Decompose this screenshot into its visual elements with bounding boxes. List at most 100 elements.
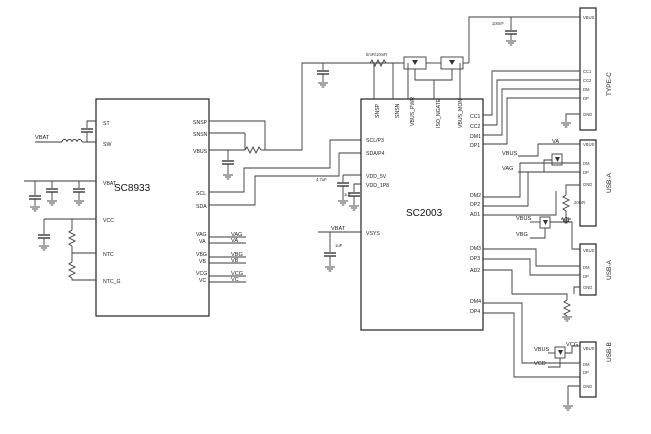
sc2003-pin-dm1: DM1 — [470, 134, 481, 140]
usba1-vbus-label: VBUS — [502, 151, 518, 157]
sc8933-pin-vbus: VBUS — [193, 149, 208, 155]
typec-label: TYPE-C — [606, 72, 613, 96]
usbb-mosfet-diode — [558, 350, 563, 355]
usba2-sense-resistor — [562, 299, 572, 317]
usba1-pin-dm: DM — [583, 161, 590, 166]
net-vag-label: VAG — [231, 232, 242, 238]
sc2003-pin-snsn: SNSN — [395, 103, 401, 118]
res-20mr-label: 20mR — [574, 200, 585, 205]
sc2003-supply-circuit: 4.7uF 1uF VBAT 1uF — [316, 174, 361, 272]
typec-body — [579, 7, 597, 131]
usba1-body — [579, 139, 597, 227]
sc8933-label: SC8933 — [114, 183, 151, 194]
sc8933-pin-st: ST — [103, 121, 110, 127]
cap-4u7-label: 4.7uF — [316, 177, 327, 182]
sc2003-pin-cc2: CC2 — [470, 124, 480, 130]
usba2-pin-dm: DM — [583, 265, 590, 270]
sc8933-pin-vcc: VCC — [103, 218, 114, 224]
usbb-vcg-label: VCG — [566, 342, 578, 348]
sc8933-pin-snsp: SNSP — [193, 120, 208, 126]
sc8933-pin-va: VA — [199, 239, 206, 245]
sc8933-pin-ntc-g: NTC_G — [103, 279, 121, 285]
inductor — [61, 139, 83, 143]
net-vc-label: VC — [231, 277, 239, 283]
sc2003-pin-dp4: DP4 — [470, 309, 480, 315]
usba2-pin-vbus: VBUS — [583, 248, 595, 253]
sc8933-output-nets: VAG VA VBG VB VCG VC — [209, 62, 363, 283]
sc2003-pin-vsys: VSYS — [366, 231, 380, 237]
sc2003-pin-ad1: AD1 — [470, 212, 480, 218]
sc8933-pin-vbg: VBG — [196, 252, 207, 258]
sc8933-pin-vcg: VCG — [196, 271, 207, 277]
usba1-sense-resistor — [561, 194, 571, 212]
usba2-vb-label: VB — [562, 217, 570, 223]
sc2003-sense-resistor — [369, 58, 387, 68]
sc8933-pin-vag: VAG — [196, 232, 207, 238]
usba1-mosfet-diode — [555, 157, 560, 162]
typec-connector: TYPE-C VBUS CC1 CC2 DM DP GND — [483, 7, 613, 145]
ntc-thermistor — [67, 261, 77, 279]
sc2003-pin-vbus-pwr: VBUS_PWR — [410, 97, 416, 126]
net-vbat-label: VBAT — [35, 135, 50, 141]
usbb-pin-vbus: VBUS — [583, 346, 595, 351]
sc2003-pin-sda-p4: SDA/P4 — [366, 151, 385, 157]
sc8933-pin-vb: VB — [199, 259, 206, 265]
sc2003-pin-vbus-mon: VBUS_MON — [458, 99, 464, 128]
sc2003-chip: SC2003 SNSP SNSN VBUS_PWR ISO_NGATE VBUS… — [360, 97, 484, 331]
sc2003-label: SC2003 — [406, 208, 443, 219]
cap-1u-b-label: 1uF — [335, 243, 343, 248]
mosfet-body-diode-2 — [449, 60, 455, 65]
sc8933-input-circuit: VBAT — [24, 120, 96, 281]
sc2003-pin-snsp: SNSP — [375, 103, 381, 118]
cap-1u-a-label: 1uF — [344, 192, 352, 197]
typec-pin-cc1: CC1 — [583, 69, 592, 74]
usbb-pin-dm: DM — [583, 362, 590, 367]
usba2-vbus-label: VBUS — [516, 216, 532, 222]
usba2-body — [579, 243, 597, 296]
sc8933-pin-scl: SCL — [196, 191, 206, 197]
net-vb-label: VB — [231, 258, 239, 264]
net-va-label: VA — [231, 238, 238, 244]
sc8933-body — [95, 98, 210, 317]
sc2003-pin-vdd-5v: VDD_5V — [366, 174, 387, 180]
usbb-connector: USB-B VBUS DM DP GND VBUS VCG VCD — [483, 302, 613, 411]
sense-resistor-label: 5mR/10mR — [366, 52, 387, 57]
usba1-pin-gnd: GND — [583, 182, 592, 187]
usbb-vcd-label: VCD — [534, 361, 546, 367]
sc2003-pin-cc1: CC1 — [470, 114, 480, 120]
sc8933-pin-sda: SDA — [196, 204, 207, 210]
usba2-connector: USB-A VBUS DM DP GND VBUS VBG VB — [483, 216, 613, 322]
sc2003-body — [360, 98, 484, 331]
sc2003-pin-dp3: DP3 — [470, 256, 480, 262]
sc2003-pin-dm2: DM2 — [470, 193, 481, 199]
usbb-label: USB-B — [606, 342, 613, 362]
usba1-connector: USB-A VBUS DM DP GND VBUS VA VAG 20mR — [483, 139, 613, 227]
usba2-vbg-label: VBG — [516, 232, 528, 238]
net-vcg-label: VCG — [231, 271, 243, 277]
sc2003-power-path: 5mR/10mR 100nF — [316, 16, 583, 99]
usba1-vag-label: VAG — [502, 166, 513, 172]
net-vbg-label: VBG — [231, 252, 243, 258]
sc8933-pin-sw: SW — [103, 142, 111, 148]
net-vsys-vbat-label: VBAT — [331, 226, 346, 232]
sc8933-chip: SC8933 ST SW VBAT VCC NTC NTC_G SNSP SNS… — [95, 98, 210, 317]
sc2003-pin-iso-ngate: ISO_NGATE — [436, 98, 442, 128]
ntc-pullup-resistor — [67, 229, 77, 247]
usba1-va-label: VA — [552, 139, 559, 145]
sc8933-sense-resistor — [244, 145, 262, 155]
sc8933-pin-snsn: SNSN — [193, 132, 208, 138]
sc8933-pin-vbat: VBAT — [103, 181, 117, 187]
typec-pin-dp: DP — [583, 96, 589, 101]
sc2003-pin-dm4: DM4 — [470, 299, 481, 305]
usba2-label: USB-A — [606, 259, 613, 280]
sc8933-pin-vc: VC — [199, 278, 206, 284]
sc2003-pin-ad2: AD2 — [470, 268, 480, 274]
sc2003-pin-vdd-1p8: VDD_1P8 — [366, 183, 389, 189]
usbb-pin-dp: DP — [583, 370, 589, 375]
sc2003-pin-dp1: DP1 — [470, 143, 480, 149]
typec-pin-dm: DM — [583, 87, 590, 92]
sc2003-pin-dp2: DP2 — [470, 202, 480, 208]
typec-pin-cc2: CC2 — [583, 78, 592, 83]
usba1-pin-dp: DP — [583, 170, 589, 175]
